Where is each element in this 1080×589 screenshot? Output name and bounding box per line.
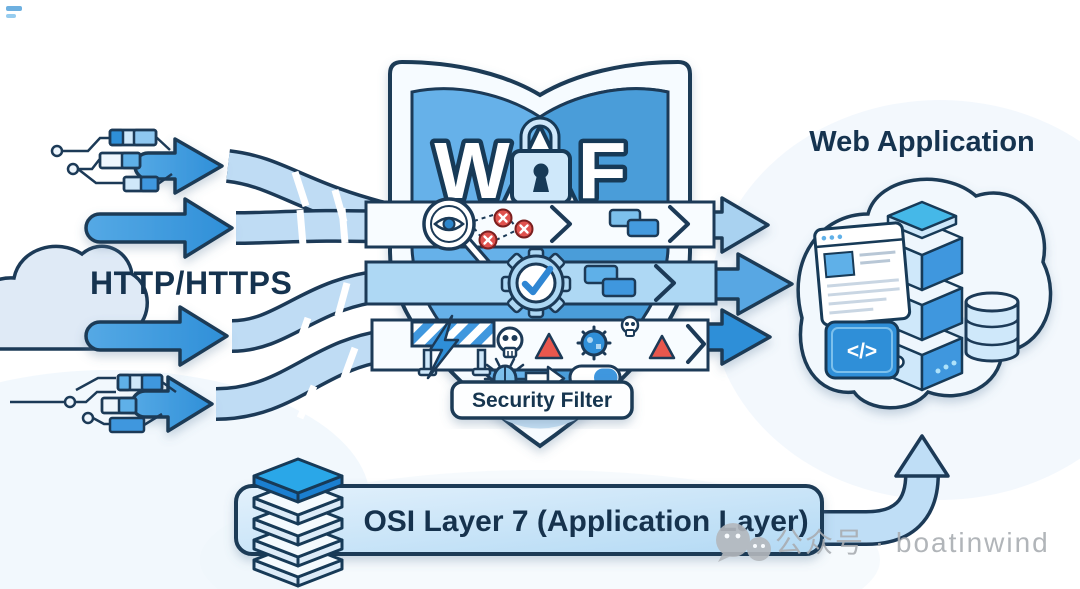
- chevron-right-icon: [654, 264, 676, 302]
- blocked-request-icons: [473, 208, 534, 250]
- packet-icon: [108, 128, 158, 147]
- lightning-icon: [426, 314, 460, 380]
- up-arrow-icon: [894, 434, 950, 478]
- osi-layer-pill: OSI Layer 7 (Application Layer): [234, 484, 824, 556]
- virus-icon: [576, 325, 612, 361]
- chevron-right-icon: [686, 324, 706, 364]
- layer-slab-top: [252, 457, 344, 504]
- traffic-label: HTTP/HTTPS: [90, 265, 292, 301]
- arrow-lower: [84, 305, 229, 367]
- warning-triangle-icon: [534, 332, 564, 360]
- corner-marks: [6, 6, 22, 18]
- web-application-title: Web Application: [809, 126, 1035, 158]
- packet-icon: [116, 373, 164, 392]
- packet-circuit-top: [50, 128, 173, 193]
- packet-icon: [583, 264, 637, 298]
- packet-icon: [608, 208, 660, 238]
- web-application-cloud: </>: [796, 177, 1053, 410]
- node-icon: [63, 395, 77, 409]
- filter-band-block: [370, 314, 710, 380]
- osi-to-app-arrow: [818, 434, 950, 546]
- security-filter-pill: Security Filter: [450, 380, 634, 420]
- database-icon: [964, 291, 1020, 363]
- watermark-text: 公众号 · boatinwind: [775, 527, 1050, 558]
- gear-check-icon: [500, 247, 572, 319]
- packet-icon: [98, 151, 142, 170]
- chevron-right-icon: [668, 205, 690, 243]
- wechat-icon: [716, 523, 771, 562]
- incoming-arrows: [84, 137, 234, 433]
- filter-band-validate: [364, 247, 718, 319]
- packet-icon: [122, 175, 160, 193]
- watermark: 公众号 · boatinwind: [716, 523, 1050, 562]
- filter-band-inspect: [364, 197, 716, 272]
- skull-icon-small: [620, 315, 640, 337]
- padlock-icon: [510, 116, 572, 205]
- packet-icon: [100, 396, 138, 415]
- browser-window-icon: [813, 221, 912, 327]
- skull-icon: [496, 326, 524, 359]
- server-screen-top: [886, 200, 958, 240]
- packet-circuit-bottom: [10, 373, 177, 434]
- code-glyph: </>: [847, 340, 877, 363]
- code-window-icon: </>: [824, 320, 900, 380]
- arrow-upper: [84, 197, 234, 259]
- barrier-icon: [410, 314, 496, 380]
- node-icon: [66, 162, 80, 176]
- node-icon: [81, 411, 95, 425]
- warning-triangle-icon: [648, 334, 676, 360]
- chevron-right-icon: [550, 205, 572, 243]
- layer-stack-icon: [252, 457, 344, 588]
- node-icon: [50, 144, 64, 158]
- security-filter-label: Security Filter: [472, 389, 612, 412]
- packet-icon: [108, 416, 146, 434]
